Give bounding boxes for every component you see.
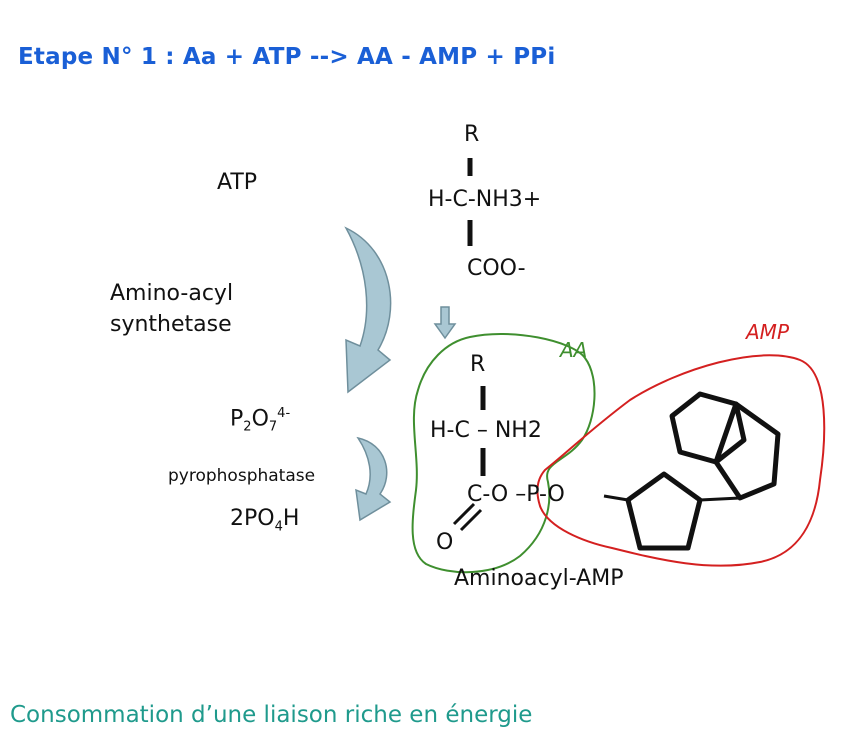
sugar-ring-icon [625,471,703,551]
footer-caption: Consommation d’une liaison riche en éner… [10,702,533,728]
amp-handwritten-label: AMP [746,320,789,344]
double-bond-1 [452,502,476,526]
product-r-group: R [470,352,486,377]
base-five-ring-icon [713,401,781,501]
pi-sub: 4 [274,519,283,535]
bond-sugar-base [699,496,741,502]
phosphate-label: 2PO4H [230,506,299,534]
ppi-sub1: 2 [243,419,252,435]
pi-post: H [282,506,300,531]
base-six-ring-icon [669,391,747,465]
aa-outline [411,332,596,574]
enzyme-label-line2: synthetase [110,312,232,337]
product-ester: C-O –P-O [467,482,565,507]
ppi-mid: O [251,406,269,432]
aa-center: H-C-NH3+ [428,187,542,212]
pyrophosphate-label: P2O74- [230,406,290,435]
pi-pre: 2PO [230,506,275,531]
ppi-charge: 4- [277,406,291,421]
curved-arrow-atp-icon [344,226,392,394]
aa-carboxyl: COO- [467,256,526,281]
aa-handwritten-label: AA [560,338,588,362]
aa-r-group: R [464,122,480,147]
pyrophosphatase-label: pyrophosphatase [168,466,316,486]
ppi-base: P [230,406,244,432]
double-bond-2 [459,508,483,532]
page-title: Etape N° 1 : Aa + ATP --> AA - AMP + PPi [18,44,556,70]
product-oxygen: O [436,530,454,555]
product-name: Aminoacyl-AMP [454,566,624,591]
down-arrow-icon [433,306,457,340]
enzyme-label-line1: Amino-acyl [110,281,234,306]
curved-arrow-ppi-icon [355,436,392,522]
atp-label: ATP [217,170,258,195]
product-center: H-C – NH2 [430,418,542,443]
bond-o-sugar [603,494,629,502]
amp-outline [536,354,826,567]
ppi-sub2: 7 [268,419,278,435]
